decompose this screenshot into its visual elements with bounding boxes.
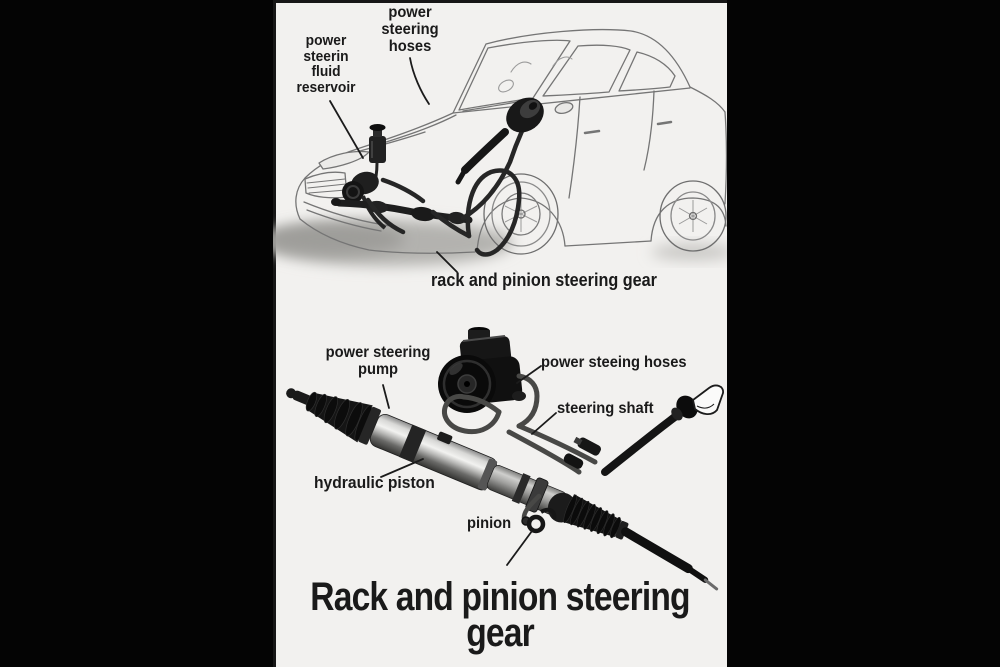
diagram-artwork: [273, 0, 727, 667]
car-interior-lines: [498, 56, 573, 93]
label-steering-shaft: steering shaft: [557, 400, 662, 417]
label-power-steering-hoses-bottom: power steeing hoses: [541, 354, 699, 371]
label-line: steering: [381, 21, 439, 38]
hose-fitting-upper: [573, 436, 602, 456]
label-line: reservoir: [296, 78, 356, 96]
leader-hydraulic-piston: [380, 458, 424, 478]
label-line: power steering: [325, 344, 431, 361]
panel-frame-left: [273, 0, 276, 667]
left-boot: [305, 391, 373, 443]
right-boot: [562, 494, 622, 539]
label-line: steerin: [303, 47, 349, 65]
label-power-steering-fluid-reservoir: power steerin fluid reservoir: [273, 33, 379, 95]
label-line: fluid: [311, 63, 341, 80]
hose-lines-part: [365, 128, 525, 257]
leader-hoses-top: [409, 57, 430, 105]
leader-pump: [382, 384, 390, 409]
illustration-panel: power steering hoses power steerin fluid…: [273, 0, 727, 667]
rear-wheel: [659, 180, 727, 252]
panel-frame-top: [273, 0, 727, 3]
leader-lines: [329, 57, 557, 566]
mounting-bracket: [437, 431, 453, 445]
label-pinion: pinion: [467, 515, 515, 532]
label-line: hoses: [388, 38, 432, 55]
label-line: power steeing hoses: [541, 354, 687, 371]
diagram-title: Rack and pinion steering gear: [273, 575, 727, 655]
underhood-steering-components: [331, 97, 544, 257]
leader-steering-shaft: [531, 412, 557, 435]
pinion-part: [526, 507, 557, 534]
title-line: Rack and pinion steering: [310, 575, 690, 619]
leader-hoses-bottom: [516, 365, 542, 384]
leader-pinion: [506, 530, 533, 566]
steering-shaft-part: [601, 384, 724, 476]
car-shadow: [273, 220, 727, 266]
label-line: rack and pinion steering gear: [431, 270, 657, 290]
shaft-coupler: [691, 384, 724, 415]
label-line: hydraulic piston: [314, 473, 435, 492]
hose-fitting-lower: [563, 453, 584, 469]
label-hydraulic-piston: hydraulic piston: [314, 473, 445, 492]
label-line: power: [305, 32, 347, 49]
label-power-steering-pump: power steering pump: [317, 344, 439, 378]
pump-part: [342, 171, 387, 230]
right-tie-rod: [621, 527, 693, 574]
steering-column-boot-part: [455, 97, 544, 185]
leader-rack-gear: [436, 251, 458, 273]
cylinder-band: [399, 424, 427, 463]
label-power-steering-hoses-top: power steering hoses: [348, 4, 472, 55]
label-line: steering shaft: [557, 400, 654, 417]
label-line: pump: [357, 360, 399, 378]
power-steering-pump: [438, 327, 526, 413]
label-line: pinion: [467, 515, 512, 532]
label-line: power: [388, 4, 432, 21]
leader-reservoir: [329, 100, 364, 159]
rack-assembly: [286, 388, 719, 591]
hydraulic-hoses: [442, 373, 598, 525]
title-line: gear: [466, 611, 534, 655]
label-rack-and-pinion-steering-gear-top: rack and pinion steering gear: [431, 270, 682, 290]
